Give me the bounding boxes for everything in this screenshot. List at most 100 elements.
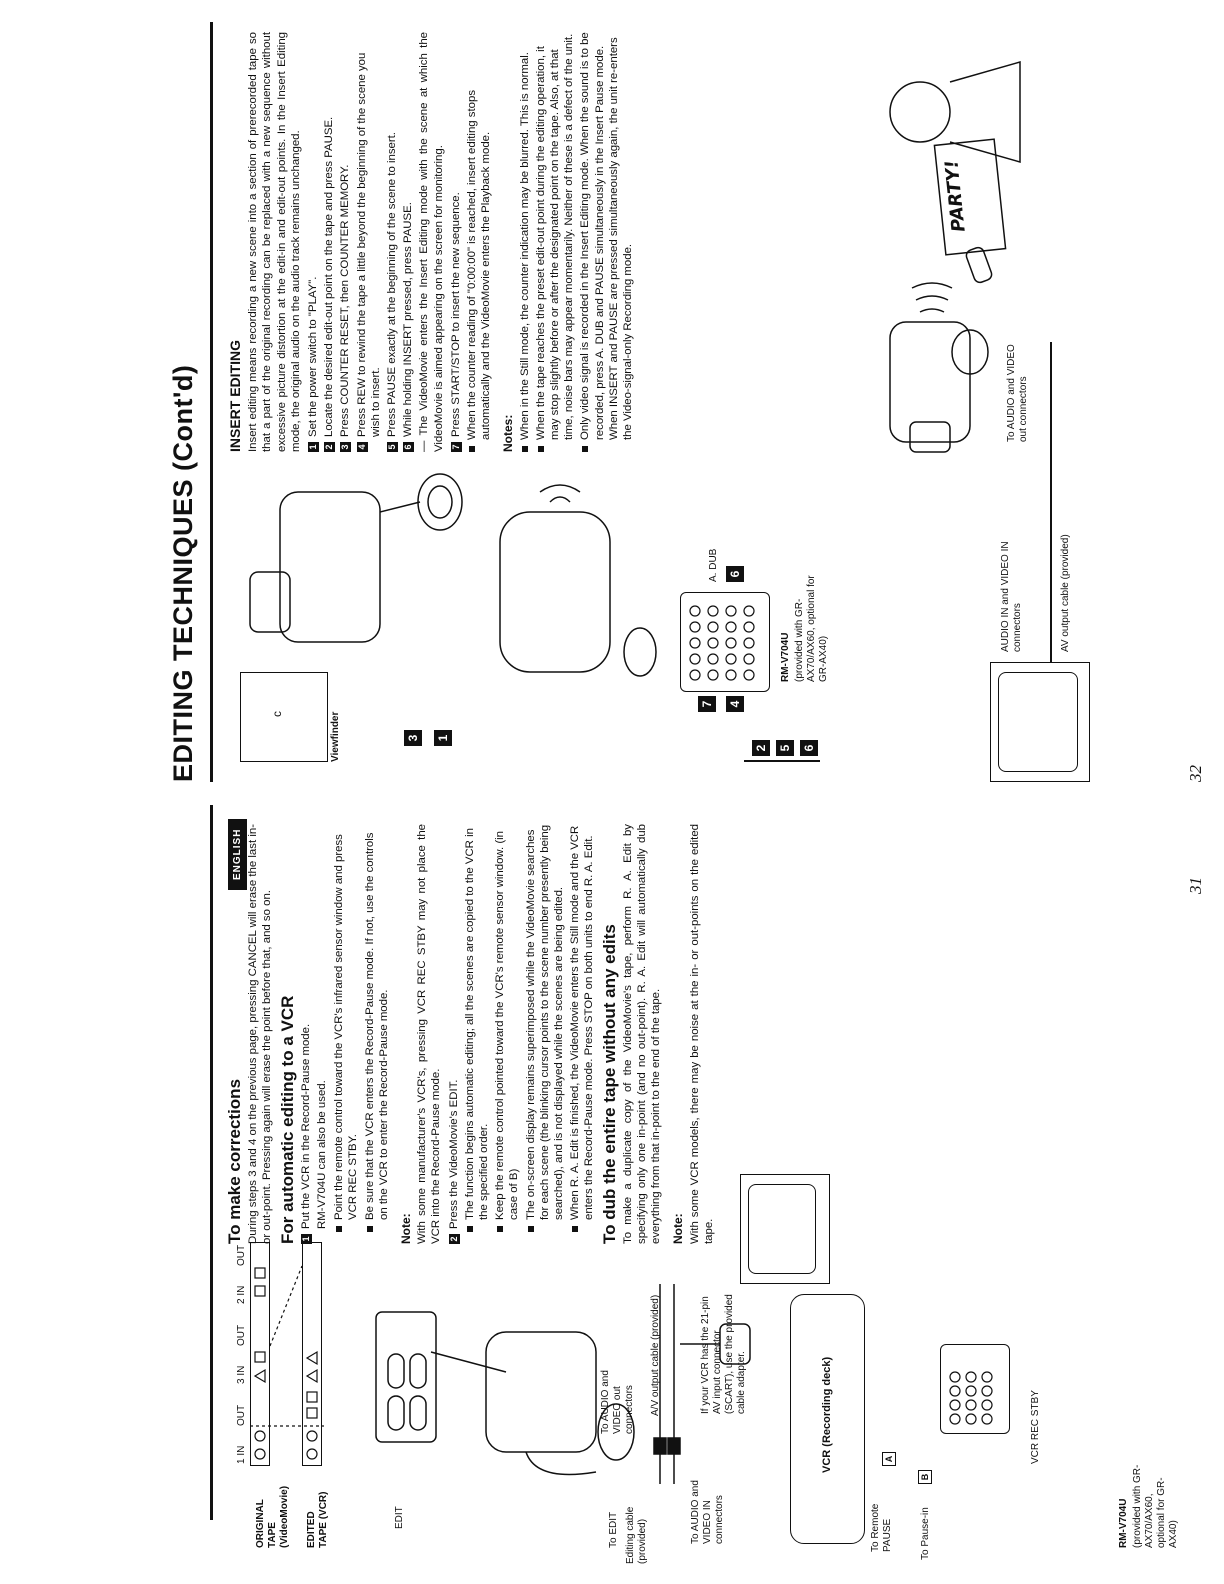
auto-bullet-1-0: Point the remote control toward the VCR'… [332,824,360,1232]
dub-text: To make a duplicate copy of the VideoMov… [621,824,663,1244]
edit-label: EDIT [394,1506,405,1529]
to-pause-in: To Pause-in [920,1507,931,1560]
party-kid-illustration [889,61,1021,313]
corrections-heading: To make corrections [225,1078,244,1244]
insert-step-2-text: Locate the desired edit-out point on the… [323,116,336,437]
party-sign-text: PARTY! [941,159,970,233]
av-cable-label-right: AV output cable (provided) [1060,534,1071,652]
tape-marker-2: OUT [236,1404,247,1426]
insert-note-1-text: When the tape reaches the preset edit-ou… [534,33,576,440]
page-title: EDITING TECHNIQUES (Cont'd) [168,364,198,782]
insert-step-7-bullet-text: When the counter reading of "0:00:00" is… [466,89,493,440]
corrections-text: During steps 3 and 4 on the previous pag… [247,824,274,1244]
insert-step-5-text: Press PAUSE exactly at the beginning of … [386,132,399,437]
tape-marker-6: OUT [236,1244,247,1266]
badge-remote-7: 7 [698,696,716,712]
av-in-label: AUDIO IN and VIDEO IN connectors [1000,541,1023,652]
remote-note-left: (provided with GR-AX70/AX60, optional fo… [1132,1464,1179,1548]
auto-bullet-2-0-text: The function begins automatic editing; a… [463,828,491,1220]
viewfinder-label: Viewfinder [330,711,341,762]
badge-camera-3: 3 [404,730,422,746]
insert-step-4-text: Press REW to rewind the tape a little be… [355,52,382,437]
insert-step-7-text: Press START/STOP to insert the new seque… [449,192,462,437]
auto-note-text: With some manufacturer's VCR's, pressing… [416,824,443,1244]
insert-editing-heading: INSERT EDITING [227,339,243,452]
remote-buttons-left [949,1371,993,1425]
page-32: EDITING TECHNIQUES (Cont'd) c Viewfinder… [168,22,1205,782]
insert-step-6-dash: — The VideoMovie enters the Insert Editi… [418,32,445,452]
insert-note-1: When the tape reaches the preset edit-ou… [534,32,577,452]
insert-note-0-text: When in the Still mode, the counter indi… [518,52,531,440]
auto-bullet-2-3-text: When R. A. Edit is finished, the VideoMo… [569,825,596,1220]
insert-step-1-text: Set the power switch to "PLAY". [307,276,320,437]
vcr-rec-stby-label: VCR REC STBY [1030,1390,1041,1464]
auto-bullet-2-2-text: The on-screen display remains superimpos… [524,824,566,1220]
tape-marker-5: 2 IN [236,1285,247,1304]
edited-tape-label: EDITED TAPE (VCR) [306,1491,329,1548]
camcorder-top-illustration [249,473,463,643]
badge-remote-6: 6 [726,566,744,582]
viewfinder-char: c [270,711,284,717]
page31-text-column: To make corrections During steps 3 and 4… [222,824,719,1244]
remote-buttons-right [689,605,755,681]
insert-note-0: When in the Still mode, the counter indi… [518,32,532,452]
tape-marker-3: 3 IN [236,1365,247,1384]
remote-label-left: RM-V704U [1118,1498,1129,1548]
auto-bullet-1-1: Be sure that the VCR enters the Record-P… [363,824,391,1232]
remote-control-right [680,592,770,692]
page-31: ENGLISH ORIGINAL TAPE (VideoMovie) EDITE… [0,792,1224,1584]
auto-step-2-text: Press the VideoMovie's EDIT. [447,1079,460,1229]
viewfinder-screen: c [240,672,328,762]
badge-bracket-6: 6 [800,740,818,756]
cable-connectors [653,1284,751,1484]
tape-marker-1: 1 IN [236,1445,247,1464]
dub-note-label: Note: [671,1213,686,1244]
tape-marker-4: OUT [236,1324,247,1346]
b-mark: B [918,1470,932,1484]
insert-notes-label: Notes: [501,414,516,452]
insert-intro: Insert editing means recording a new sce… [247,32,302,452]
auto-bullet-2-3: When R. A. Edit is finished, the VideoMo… [568,824,596,1232]
page-number-31: 31 [1186,877,1205,894]
insert-step-3-text: Press COUNTER RESET, then COUNTER MEMORY… [339,164,352,437]
auto-edit-heading: For automatic editing to a VCR [277,995,297,1244]
title-rule [210,22,213,782]
remote-control-left [940,1344,1010,1434]
auto-step-1-intro: RM-V704U can also be used. [316,1080,329,1229]
auto-bullet-2-2: The on-screen display remains superimpos… [524,824,567,1232]
page-number-32: 32 [1186,765,1205,782]
av-cable-line [1050,342,1052,662]
auto-bullet-1-1-text: Be sure that the VCR enters the Record-P… [363,832,390,1221]
bracket-line [744,760,820,762]
a-dub-label: A. DUB [708,548,719,582]
auto-note-label: Note: [399,1213,414,1244]
to-remote-pause: To Remote PAUSE [870,1503,893,1552]
vcr-deck: VCR (Recording deck) [790,1294,865,1544]
insert-step-6-text: While holding INSERT pressed, press PAUS… [402,202,415,437]
badge-remote-4: 4 [726,696,744,712]
camcorder-side-illustration [889,321,989,453]
auto-bullet-1-0-text: Point the remote control toward the VCR'… [333,834,360,1220]
editing-cable-label: Editing cable (provided) [625,1506,648,1564]
badge-bracket-5: 5 [776,740,794,756]
insert-note-2: Only video signal is recorded in the Ins… [578,32,635,452]
remote-note-right: (provided with GR-AX70/AX60, optional fo… [794,575,829,682]
auto-bullet-2-1-text: Keep the remote control pointed toward t… [494,830,521,1220]
tv-screen [748,1184,816,1274]
dub-note-text: With some VCR models, there may be noise… [688,824,715,1244]
original-tape-label: ORIGINAL TAPE (VideoMovie) [255,1485,290,1548]
vcr-label: VCR (Recording deck) [821,1356,833,1473]
auto-bullet-2-1: Keep the remote control pointed toward t… [493,824,521,1232]
tape-segment-marks [250,1265,324,1460]
to-av-out-label: To AUDIO and VIDEO out connectors [600,1370,635,1434]
camcorder-remote-illustration [499,484,657,677]
top-rule [210,805,213,1520]
